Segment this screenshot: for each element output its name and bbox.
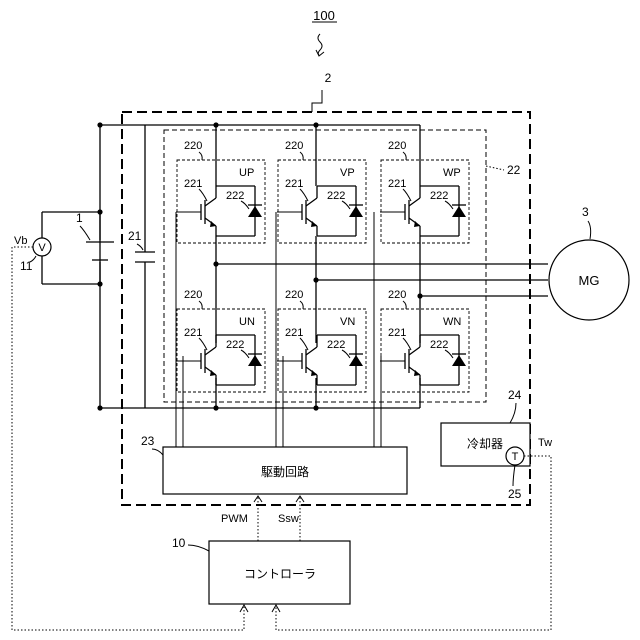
module-group-label: 22 — [507, 163, 521, 177]
controller-number: 10 — [172, 536, 186, 550]
diode-label: 222 — [226, 339, 244, 351]
diode-label: 222 — [430, 339, 448, 351]
switch-modules: UP221222220VP221222220WP221222220UN22122… — [176, 140, 469, 392]
module-label: WP — [443, 167, 461, 179]
module-group-box — [164, 130, 486, 402]
diode-leader — [241, 201, 249, 209]
controller-leader — [188, 545, 209, 551]
inverter-leader — [312, 90, 322, 112]
module-group-label: 220 — [388, 140, 406, 152]
drive-circuit-leader — [152, 449, 163, 455]
drive-circuit-label: 駆動回路 — [261, 464, 309, 479]
module-group-leader — [300, 301, 303, 309]
transistor-leader — [199, 338, 207, 350]
pwm-label: PWM — [221, 513, 248, 525]
motor-label: MG — [579, 273, 600, 288]
voltage-signal-label: Vb — [14, 235, 27, 247]
transistor-leader — [300, 338, 308, 350]
module-label: UN — [239, 316, 255, 328]
voltage-sensor-symbol: V — [38, 242, 46, 254]
smoothing-capacitor — [135, 252, 155, 262]
controller-label: コントローラ — [244, 567, 316, 581]
temperature-sensor-number: 25 — [508, 487, 522, 501]
cooler-label: 冷却器 — [467, 437, 503, 451]
module-group-leader — [199, 301, 202, 309]
module-group-leader — [486, 166, 504, 170]
motor-leader — [588, 221, 591, 239]
transistor-label: 221 — [285, 327, 303, 339]
diode-leader — [241, 350, 249, 358]
transistor-label: 221 — [184, 327, 202, 339]
capacitor-label: 21 — [128, 229, 142, 243]
module-group-leader — [403, 152, 406, 160]
module-group-leader — [403, 301, 406, 309]
capacitor-leader — [137, 244, 143, 250]
module-group-leader — [300, 152, 303, 160]
module-group-label: 220 — [184, 289, 202, 301]
switch-module-vn: VN 221 222 220 — [277, 289, 366, 392]
temperature-signal-label: Tw — [538, 437, 552, 449]
module-group-label: 220 — [285, 289, 303, 301]
diode-label: 222 — [430, 190, 448, 202]
module-group-label: 220 — [184, 140, 202, 152]
battery-leader — [80, 226, 90, 240]
transistor-leader — [403, 338, 411, 350]
diode-label: 222 — [327, 339, 345, 351]
drive-circuit-number: 23 — [141, 434, 155, 448]
switch-module-un: UN 221 222 220 — [176, 289, 265, 392]
transistor-leader — [300, 189, 308, 201]
module-group-leader — [199, 152, 202, 160]
temperature-sensor-leader — [513, 465, 515, 486]
switch-module-wn: WN 221 222 220 — [380, 289, 469, 392]
ssw-label: Ssw — [278, 513, 299, 525]
transistor-label: 221 — [285, 178, 303, 190]
transistor-label: 221 — [184, 178, 202, 190]
transistor — [176, 335, 216, 385]
module-label: WN — [443, 316, 461, 328]
module-group-label: 220 — [388, 289, 406, 301]
module-group-label: 220 — [285, 140, 303, 152]
gate-lines — [176, 212, 381, 447]
module-label: VN — [340, 316, 355, 328]
switch-module-up: UP 221 222 220 — [176, 140, 265, 243]
diode-leader — [342, 350, 350, 358]
transistor — [380, 335, 420, 385]
system-leader — [318, 34, 322, 55]
diode-leader — [342, 201, 350, 209]
cooler-number: 24 — [508, 388, 522, 402]
transistor — [176, 186, 216, 236]
temperature-sensor-symbol: T — [512, 451, 519, 463]
motor-number: 3 — [582, 205, 589, 219]
transistor-label: 221 — [388, 178, 406, 190]
system-leader-arrow — [316, 50, 324, 56]
diode-leader — [445, 201, 453, 209]
switch-module-vp: VP 221 222 220 — [277, 140, 366, 243]
transistor-leader — [199, 189, 207, 201]
cooler-leader — [510, 403, 516, 423]
transistor — [277, 186, 317, 236]
system-label: 100 — [313, 8, 335, 23]
dc-bus — [97, 122, 548, 410]
transistor-leader — [403, 189, 411, 201]
transistor — [380, 186, 420, 236]
module-label: UP — [239, 167, 254, 179]
switch-module-wp: WP 221 222 220 — [380, 140, 469, 243]
transistor-label: 221 — [388, 327, 406, 339]
module-label: VP — [340, 167, 355, 179]
diode-label: 222 — [226, 190, 244, 202]
diode-label: 222 — [327, 190, 345, 202]
inverter-label: 2 — [325, 71, 332, 85]
diode-leader — [445, 350, 453, 358]
battery-label: 1 — [76, 211, 83, 225]
